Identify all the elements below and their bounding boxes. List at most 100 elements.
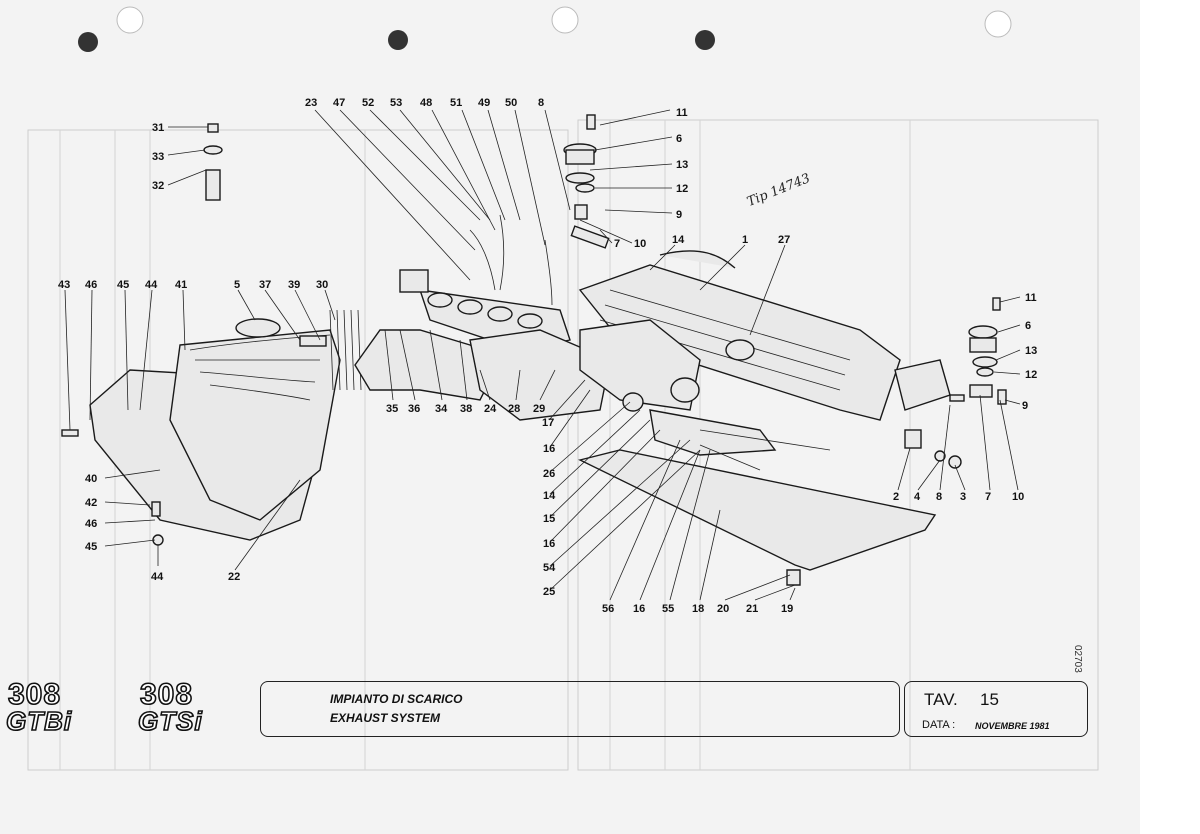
nut-8 — [574, 204, 588, 220]
callout: 39 — [288, 279, 300, 291]
callout: 9 — [676, 209, 682, 221]
right-bank-manifold — [399, 204, 611, 421]
callout: 12 — [1025, 369, 1037, 381]
document-number: 02703 — [1072, 645, 1083, 673]
title-box — [260, 681, 900, 737]
callout: 13 — [1025, 345, 1037, 357]
callout: 36 — [408, 403, 420, 415]
callout: 4 — [914, 491, 921, 503]
exhaust-diagram: 23 47 52 53 48 51 49 50 8 11 6 13 12 9 1… — [27, 6, 1099, 771]
callout: 50 — [505, 97, 517, 109]
mount-stack-top — [563, 114, 597, 193]
tip-outlet — [894, 359, 951, 411]
callout: 30 — [316, 279, 328, 291]
callout: 10 — [634, 238, 646, 250]
callout: 1 — [742, 234, 748, 246]
mount-stack-right — [904, 297, 1007, 469]
callout: 23 — [305, 97, 317, 109]
callout: 16 — [543, 538, 555, 550]
punch-hole — [984, 10, 1012, 38]
callout: 34 — [435, 403, 448, 415]
callout: 31 — [152, 122, 164, 134]
callout: 13 — [676, 159, 688, 171]
bolt-43 — [61, 429, 79, 437]
manifold-body — [469, 329, 611, 421]
callout: 44 — [151, 571, 164, 583]
model-logo-gtbi-number: 308 — [7, 677, 62, 712]
callout: 15 — [543, 513, 555, 525]
bolt-19 — [786, 569, 801, 586]
callout: 14 — [672, 234, 685, 246]
title-italian: IMPIANTO DI SCARICO — [330, 692, 463, 706]
callout: 8 — [538, 97, 544, 109]
punch-hole — [551, 6, 579, 34]
callout: 45 — [85, 541, 97, 553]
callout: 2 — [893, 491, 899, 503]
callout: 20 — [717, 603, 729, 615]
bracket-2 — [904, 429, 922, 449]
callout: 6 — [1025, 320, 1031, 332]
left-manifold-assembly — [61, 309, 501, 546]
callout: 11 — [1025, 292, 1037, 304]
callout: 55 — [662, 603, 674, 615]
callout: 56 — [602, 603, 614, 615]
callout: 35 — [386, 403, 398, 415]
callout: 53 — [390, 97, 402, 109]
callout: 26 — [543, 468, 555, 480]
callout: 25 — [543, 586, 555, 598]
callout: 16 — [543, 443, 555, 455]
callout: 33 — [152, 151, 164, 163]
fastener-set-31-33-32 — [203, 123, 223, 201]
plate-box — [904, 681, 1088, 737]
punch-hole-shadow — [388, 30, 408, 50]
callout: 47 — [333, 97, 345, 109]
callout: 32 — [152, 180, 164, 192]
callout: 6 — [676, 133, 682, 145]
manifold-left — [169, 329, 341, 521]
callout: 27 — [778, 234, 790, 246]
punch-hole-shadow — [78, 32, 98, 52]
callout: 9 — [1022, 400, 1028, 412]
callout: 7 — [614, 238, 620, 250]
catalyst-body — [579, 319, 701, 411]
callout: 29 — [533, 403, 545, 415]
catalytic-converter-assembly — [578, 250, 951, 471]
callout: 18 — [692, 603, 704, 615]
title-english: EXHAUST SYSTEM — [330, 711, 441, 725]
callout: 12 — [676, 183, 688, 195]
bracket-7 — [570, 225, 610, 249]
callout: 11 — [676, 107, 688, 119]
punch-hole — [116, 6, 144, 34]
model-logo-gtsi-name: GTSi — [137, 705, 203, 737]
callout: 54 — [543, 562, 556, 574]
callout: 24 — [484, 403, 497, 415]
callout: 51 — [450, 97, 462, 109]
bolt-42 — [151, 501, 161, 517]
callout: 16 — [633, 603, 645, 615]
callout: 41 — [175, 279, 187, 291]
callout: 44 — [145, 279, 158, 291]
plate-number: 15 — [980, 690, 999, 709]
callout: 14 — [543, 490, 556, 502]
callout: 42 — [85, 497, 97, 509]
heat-shield-plate — [577, 449, 937, 571]
callout: 37 — [259, 279, 271, 291]
date-value: NOVEMBRE 1981 — [975, 721, 1050, 731]
flange-27 — [725, 339, 755, 361]
callout: 10 — [1012, 491, 1024, 503]
plate-label: TAV. — [924, 690, 958, 709]
punch-hole-shadow — [695, 30, 715, 50]
callout: 49 — [478, 97, 490, 109]
callout: 38 — [460, 403, 472, 415]
callout: 43 — [58, 279, 70, 291]
callout: 46 — [85, 279, 97, 291]
callout: 28 — [508, 403, 520, 415]
callout: 48 — [420, 97, 432, 109]
callout: 45 — [117, 279, 129, 291]
model-logo-gtsi-number: 308 — [139, 677, 194, 712]
stud-37 — [299, 335, 327, 347]
date-label: DATA : — [922, 719, 956, 731]
callout: 46 — [85, 518, 97, 530]
gasket-5 — [235, 318, 281, 338]
callout: 17 — [542, 417, 554, 429]
